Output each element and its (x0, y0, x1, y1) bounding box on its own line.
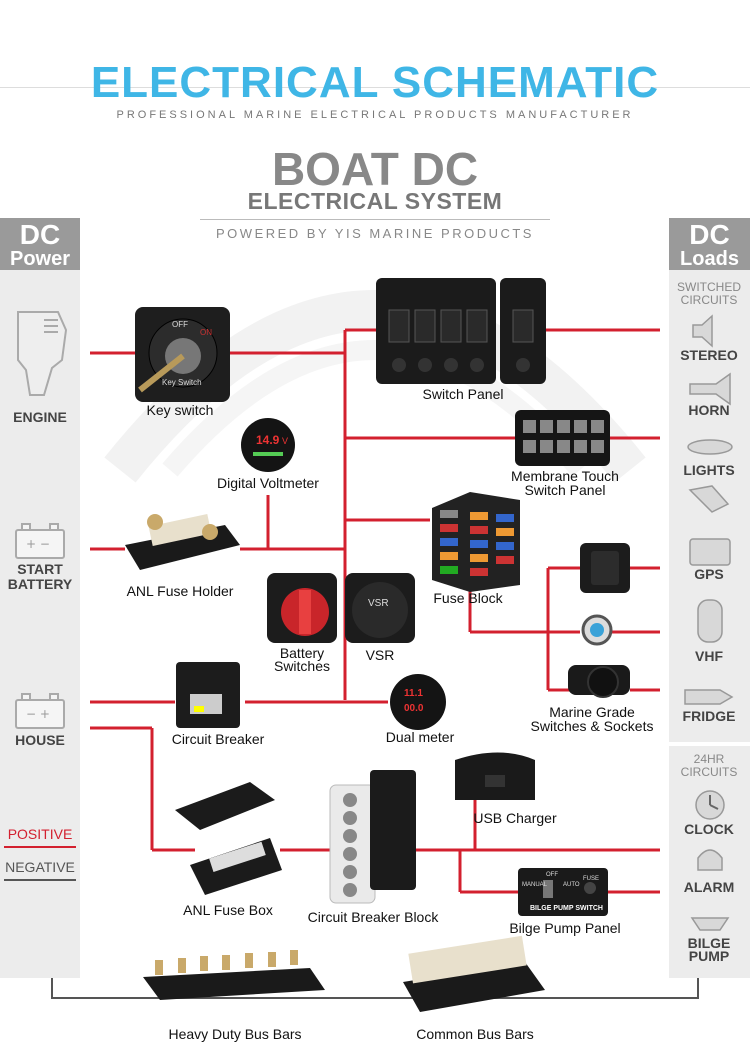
page-subtitle: PROFESSIONAL MARINE ELECTRICAL PRODUCTS … (116, 109, 634, 121)
battery-switch-device (267, 573, 337, 643)
negative-wire (51, 978, 699, 999)
key-switch-caption: Key switch (146, 402, 214, 418)
usb-charger-caption: USB Charger (473, 810, 557, 826)
dc-loads-head-line1: DC (689, 219, 730, 250)
engine-label: ENGINE (13, 409, 67, 425)
horn-label: HORN (688, 402, 730, 418)
start-battery-icon (15, 523, 65, 559)
bilge-pump-panel-device (518, 868, 608, 916)
vsr-device (345, 573, 415, 643)
key-off-text: OFF (172, 320, 188, 329)
dc-power-header: DC Power (0, 218, 80, 270)
main-subheading: ELECTRICAL SYSTEM (247, 188, 503, 214)
fuse-block-device (432, 492, 520, 592)
anl-fuse-box-caption: ANL Fuse Box (183, 902, 273, 918)
gps-icon (689, 538, 731, 566)
start-battery-label: START BATTERY (7, 561, 73, 592)
heavy-bus-bar-device (143, 950, 325, 1000)
legend-negative: NEGATIVE (5, 859, 75, 875)
fridge-icon (684, 689, 734, 705)
main-heading: BOAT DC (271, 143, 479, 195)
page-title: ELECTRICAL SCHEMATIC (90, 58, 660, 107)
dc-loads-header: DC Loads (669, 218, 750, 270)
heading-rule (200, 219, 550, 220)
fridge-label: FRIDGE (682, 708, 736, 724)
marine-grade-caption: Marine Grade Switches & Sockets (530, 704, 654, 734)
bilge-pump-icon (690, 917, 730, 931)
digital-voltmeter-caption: Digital Voltmeter (217, 475, 319, 491)
key-switch-device (135, 307, 230, 402)
switched-circuits-header: SWITCHED CIRCUITS (677, 280, 741, 307)
powered-by: POWERED BY YIS MARINE PRODUCTS (216, 226, 534, 241)
anl-fuse-box-device (175, 782, 282, 895)
engine-icon (17, 311, 68, 396)
circuit-breaker-block-device (329, 770, 416, 904)
dual-meter-current: 00.0 (404, 703, 424, 714)
digital-voltmeter-device (241, 418, 295, 472)
dc-loads-head-line2: Loads (680, 248, 739, 270)
alarm-icon (697, 849, 723, 871)
horn-icon (689, 372, 731, 406)
anl-fuse-holder-caption: ANL Fuse Holder (126, 583, 234, 599)
dc-power-head-line2: Power (9, 248, 71, 270)
hr24-circuits-header: 24HR CIRCUITS (680, 752, 738, 779)
legend-positive: POSITIVE (7, 826, 73, 842)
legend-negative-line (4, 879, 76, 881)
vsr-device-text: VSR (368, 598, 389, 609)
header-rule (0, 87, 750, 88)
gps-label: GPS (694, 566, 724, 582)
stereo-label: STEREO (680, 347, 738, 363)
switch-panel-caption: Switch Panel (422, 386, 504, 402)
key-on-text: ON (200, 328, 212, 337)
svg-text:− +: − + (26, 707, 50, 721)
common-bus-bar-device (403, 935, 545, 1012)
vhf-label: VHF (695, 648, 723, 664)
key-switch-text: Key Switch (162, 378, 202, 387)
vsr-caption: VSR (365, 647, 395, 663)
socket-device (568, 665, 630, 698)
common-bus-bars-caption: Common Bus Bars (416, 1026, 534, 1042)
push-button-device (581, 614, 613, 646)
circuit-breaker-block-caption: Circuit Breaker Block (307, 909, 439, 925)
dual-meter-caption: Dual meter (385, 729, 455, 745)
lights-icon (687, 439, 733, 455)
membrane-panel-device (515, 410, 610, 466)
vhf-icon (697, 599, 723, 643)
lights-label: LIGHTS (683, 462, 735, 478)
stereo-icon (692, 314, 713, 348)
alarm-label: ALARM (683, 879, 735, 895)
voltmeter-unit: V (282, 436, 289, 446)
bilge-fuse-text: FUSE (583, 876, 600, 882)
bilge-pump-label: BILGE PUMP (687, 935, 731, 964)
bilge-pump-panel-caption: Bilge Pump Panel (509, 920, 621, 936)
clock-label: CLOCK (684, 821, 734, 837)
svg-text:+ −: + − (26, 537, 50, 551)
lamp-icon (688, 485, 730, 513)
dual-meter-device (390, 674, 446, 730)
house-label: HOUSE (15, 732, 65, 748)
circuit-breaker-caption: Circuit Breaker (171, 731, 265, 747)
positive-wires (90, 328, 660, 894)
dc-power-head-line1: DC (19, 219, 61, 250)
fuse-block-caption: Fuse Block (433, 590, 503, 606)
bilge-auto-text: AUTO (563, 882, 580, 888)
heavy-bus-bars-caption: Heavy Duty Bus Bars (168, 1026, 302, 1042)
membrane-panel-caption: Membrane Touch Switch Panel (511, 468, 619, 498)
house-battery-icon (15, 693, 65, 729)
circuit-breaker-device (176, 662, 240, 728)
anl-fuse-holder-device (125, 513, 240, 570)
battery-switches-caption: Battery Switches (273, 645, 331, 674)
legend-positive-line (4, 846, 76, 848)
bilge-manual-text: MANUAL (522, 882, 548, 888)
usb-charger-device (455, 752, 535, 800)
bilge-device-text: BILGE PUMP SWITCH (530, 905, 603, 912)
load-icons (684, 314, 734, 931)
bilge-off-text: OFF (546, 872, 558, 878)
switch-panel-device (376, 278, 546, 384)
dual-meter-voltage: 11.1 (404, 688, 423, 699)
loads-divider (669, 742, 750, 746)
voltmeter-reading: 14.9 (256, 433, 280, 447)
rocker-switch-device (580, 543, 630, 593)
